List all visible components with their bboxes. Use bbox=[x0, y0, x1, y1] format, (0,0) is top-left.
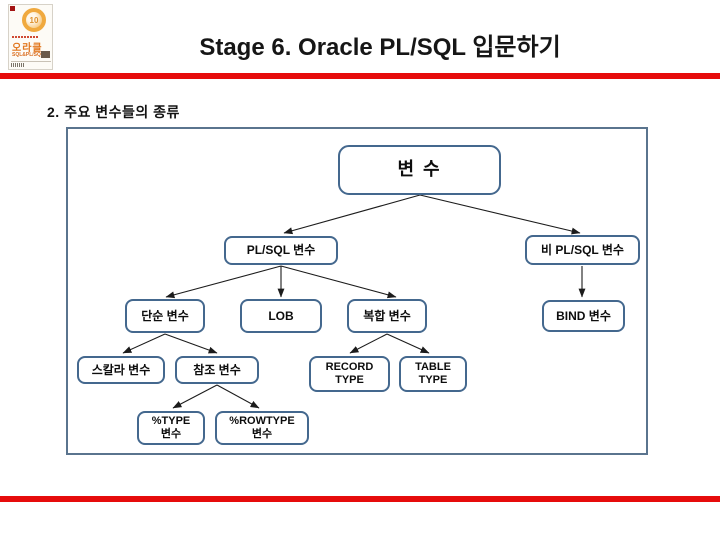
node-simple-label: 단순 변수 bbox=[141, 308, 189, 323]
node-record-type-label: RECORD TYPE bbox=[325, 360, 374, 386]
node-plsql-variable: PL/SQL 변수 bbox=[224, 236, 338, 265]
node-scalar-label: 스칼라 변수 bbox=[91, 362, 151, 377]
node-lob: LOB bbox=[240, 299, 322, 333]
cover-title: 오라클 bbox=[12, 43, 43, 54]
node-reference-label: 참조 변수 bbox=[193, 362, 241, 377]
node-lob-label: LOB bbox=[268, 308, 294, 323]
node-simple-variable: 단순 변수 bbox=[125, 299, 205, 333]
node-percent-type-label: %TYPE 변수 bbox=[151, 414, 191, 440]
cover-foot-line bbox=[11, 61, 51, 62]
diagram-edges bbox=[122, 194, 586, 409]
node-composite-variable: 복합 변수 bbox=[347, 299, 427, 333]
node-plsql-label: PL/SQL 변수 bbox=[246, 243, 316, 258]
node-percent-rowtype-variable: %ROWTYPE 변수 bbox=[215, 411, 309, 445]
diagram-frame: 변 수 PL/SQL 변수 비 PL/SQL 변수 단순 변수 LOB 복합 변… bbox=[66, 127, 648, 455]
node-non-plsql-label: 비 PL/SQL 변수 bbox=[541, 242, 624, 257]
node-percent-type-variable: %TYPE 변수 bbox=[137, 411, 205, 445]
header-divider bbox=[0, 73, 720, 79]
node-reference-variable: 참조 변수 bbox=[175, 356, 259, 384]
cover-subtitle: SQL&PL/SQL bbox=[12, 52, 44, 58]
node-variable: 변 수 bbox=[338, 145, 501, 195]
page-title: Stage 6. Oracle PL/SQL 입문하기 bbox=[199, 34, 561, 61]
node-percent-rowtype-label: %ROWTYPE 변수 bbox=[229, 414, 295, 440]
node-bind-label: BIND 변수 bbox=[556, 308, 611, 323]
cover-ring-graphic: 10 bbox=[22, 8, 46, 32]
book-cover-logo: 10 오라클 SQL&PL/SQL bbox=[8, 4, 53, 70]
node-scalar-variable: 스칼라 변수 bbox=[77, 356, 165, 384]
node-table-type: TABLE TYPE bbox=[399, 356, 467, 392]
section-title: 2. 주요 변수들의 종류 bbox=[47, 104, 180, 120]
node-record-type: RECORD TYPE bbox=[309, 356, 390, 392]
node-bind-variable: BIND 변수 bbox=[542, 300, 625, 332]
cover-badge: 10 bbox=[29, 15, 39, 25]
node-variable-label: 변 수 bbox=[397, 159, 442, 180]
node-composite-label: 복합 변수 bbox=[363, 308, 411, 323]
cover-red-chip bbox=[10, 6, 15, 11]
node-non-plsql-variable: 비 PL/SQL 변수 bbox=[525, 235, 640, 265]
cover-barcode bbox=[11, 63, 25, 67]
cover-dark-badge bbox=[41, 51, 50, 58]
node-table-type-label: TABLE TYPE bbox=[415, 360, 451, 386]
footer-divider bbox=[0, 496, 720, 502]
cover-decorative-line bbox=[12, 36, 38, 38]
